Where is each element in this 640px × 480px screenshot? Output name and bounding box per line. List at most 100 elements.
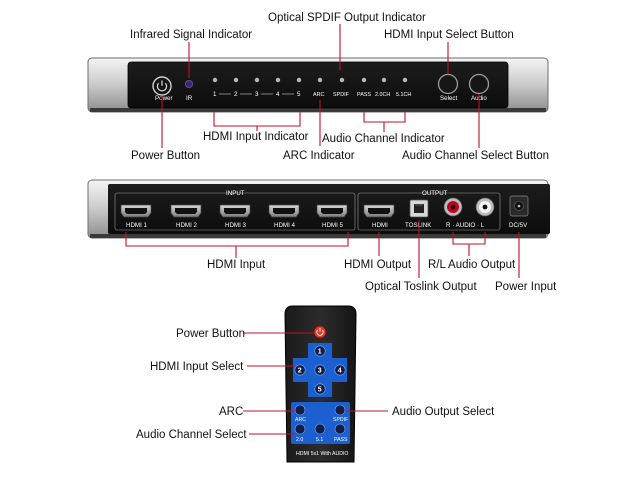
dc-power-jack [509, 195, 529, 217]
hdmi-input-port-2 [170, 204, 202, 218]
front-label-51ch: 5.1CH [396, 92, 411, 98]
callout-audio-channel-select-button: Audio Channel Select Button [402, 150, 549, 162]
ir-sensor [184, 80, 193, 89]
input-led-4 [275, 77, 281, 83]
front-label-select: Select [440, 95, 457, 102]
remote-control: 1 2 3 4 5 ARC SPDIF 2.0 5.1 PASS HDMI 5x [284, 305, 357, 463]
rear-label-hdmi-3: HDMI 3 [225, 222, 247, 229]
remote-input-button-1[interactable]: 1 [314, 345, 326, 357]
callout-hdmi-output: HDMI Output [344, 259, 412, 271]
remote-audio-pad [291, 402, 350, 444]
rear-label-hdmi-out: HDMI [372, 222, 388, 229]
remote-pass-button[interactable] [334, 423, 346, 435]
remote-input-button-2[interactable]: 2 [294, 364, 306, 376]
remote-input-label-5: 5 [318, 387, 322, 394]
hdmi-input-port-3 [219, 204, 251, 218]
front-panel: Power IR 1 2 3 4 5 ARC SPDIF PASS 2.0CH … [87, 57, 549, 113]
input-led-2 [233, 77, 239, 83]
power-icon [156, 82, 168, 92]
remote-input-label-3: 3 [318, 368, 322, 375]
remote-label-pass: PASS [334, 437, 348, 443]
rear-label-audio-rl: R · AUDIO · L [446, 222, 485, 229]
remote-input-label-1: 1 [318, 349, 322, 356]
hdmi-input-port-5 [316, 204, 348, 218]
remote-label-2ch: 2.0 [296, 437, 303, 443]
front-label-ir: IR [186, 95, 193, 102]
callout-optical-spdif-indicator: Optical SPDIF Output Indicator [268, 12, 426, 24]
rear-leaders [125, 220, 520, 278]
callout-optical-toslink-output: Optical Toslink Output [365, 281, 477, 293]
remote-input-label-2: 2 [298, 368, 302, 375]
remote-model-label: HDMI 5x1 With AUDIO [296, 451, 348, 457]
remote-spdif-button[interactable] [334, 404, 346, 416]
front-select-button[interactable] [437, 73, 459, 95]
spdif-led [339, 77, 345, 83]
rear-label-hdmi-5: HDMI 5 [322, 222, 344, 229]
hdmi-output-port [363, 204, 395, 218]
remote-label-arc: ARC [295, 417, 306, 423]
callout-audio-channel-indicator: Audio Channel Indicator [322, 133, 445, 145]
callout-rl-audio-output: R/L Audio Output [428, 259, 516, 271]
remote-leaders [243, 332, 388, 435]
front-label-2ch: 2.0CH [375, 92, 390, 98]
callout-arc: ARC [219, 406, 243, 418]
input-led-3 [254, 77, 260, 83]
callout-power-input: Power Input [495, 281, 557, 293]
front-audio-button[interactable] [468, 73, 490, 95]
callout-hdmi-input-select: HDMI Input Select [150, 361, 244, 373]
rca-jack-r [443, 197, 463, 217]
callout-arc-indicator: ARC Indicator [283, 150, 355, 162]
input-leds [212, 77, 302, 83]
rear-panel: INPUT OUTPUT HDMI 1 HDMI 2 HDMI 3 HDMI 4… [87, 179, 550, 239]
remote-51ch-button[interactable] [314, 423, 326, 435]
rear-label-output-group: OUTPUT [422, 190, 448, 197]
rear-label-hdmi-2: HDMI 2 [176, 222, 198, 229]
remote-label-51ch: 5.1 [316, 437, 323, 443]
remote-label-spdif: SPDIF [333, 417, 348, 423]
rear-label-dc: DC/5V [509, 222, 528, 229]
remote-input-button-3[interactable]: 3 [314, 364, 326, 376]
front-label-power: Power [155, 95, 173, 102]
output-group-frame [357, 192, 501, 231]
remote-arc-button[interactable] [294, 404, 306, 416]
toslink-port [409, 199, 429, 218]
callout-audio-channel-select: Audio Channel Select [136, 429, 247, 441]
callout-hdmi-input-indicator: HDMI Input Indicator [203, 131, 309, 143]
callout-power-button-front: Power Button [131, 150, 200, 162]
ch51-led [402, 77, 408, 83]
rear-label-hdmi-1: HDMI 1 [126, 222, 148, 229]
front-leaders [161, 24, 480, 148]
front-label-pass: PASS [357, 92, 371, 98]
front-label-input-1: 1 [213, 91, 217, 98]
hdmi-input-port-4 [268, 204, 300, 218]
rear-chassis-shadow [90, 234, 546, 238]
callout-power-button-remote: Power Button [176, 328, 245, 340]
remote-power-icon [316, 329, 324, 336]
rear-label-hdmi-4: HDMI 4 [274, 222, 296, 229]
front-label-input-2: 2 [234, 91, 238, 98]
remote-2ch-button[interactable] [294, 423, 306, 435]
front-label-input-3: 3 [255, 91, 259, 98]
remote-input-button-5[interactable]: 5 [314, 383, 326, 395]
front-label-arc: ARC [313, 92, 324, 98]
pass-led [361, 77, 367, 83]
callout-infrared-signal-indicator: Infrared Signal Indicator [130, 29, 252, 41]
front-power-button[interactable] [152, 76, 172, 96]
remote-power-button[interactable] [313, 325, 327, 339]
callout-hdmi-input: HDMI Input [207, 259, 266, 271]
hdmi-input-port-1 [120, 204, 152, 218]
front-label-input-5: 5 [297, 91, 301, 98]
callout-audio-output-select: Audio Output Select [392, 406, 495, 418]
remote-input-button-4[interactable]: 4 [334, 364, 346, 376]
front-chassis-shadow [90, 108, 546, 112]
front-label-input-4: 4 [276, 91, 280, 98]
remote-input-label-4: 4 [338, 368, 342, 375]
front-faceplate [127, 61, 509, 109]
front-label-spdif: SPDIF [333, 92, 350, 98]
rca-jack-l [475, 197, 495, 217]
ch2-led [381, 77, 387, 83]
input-led-5 [296, 77, 302, 83]
rear-label-input-group: INPUT [226, 190, 245, 197]
input-group-frame [114, 192, 356, 231]
